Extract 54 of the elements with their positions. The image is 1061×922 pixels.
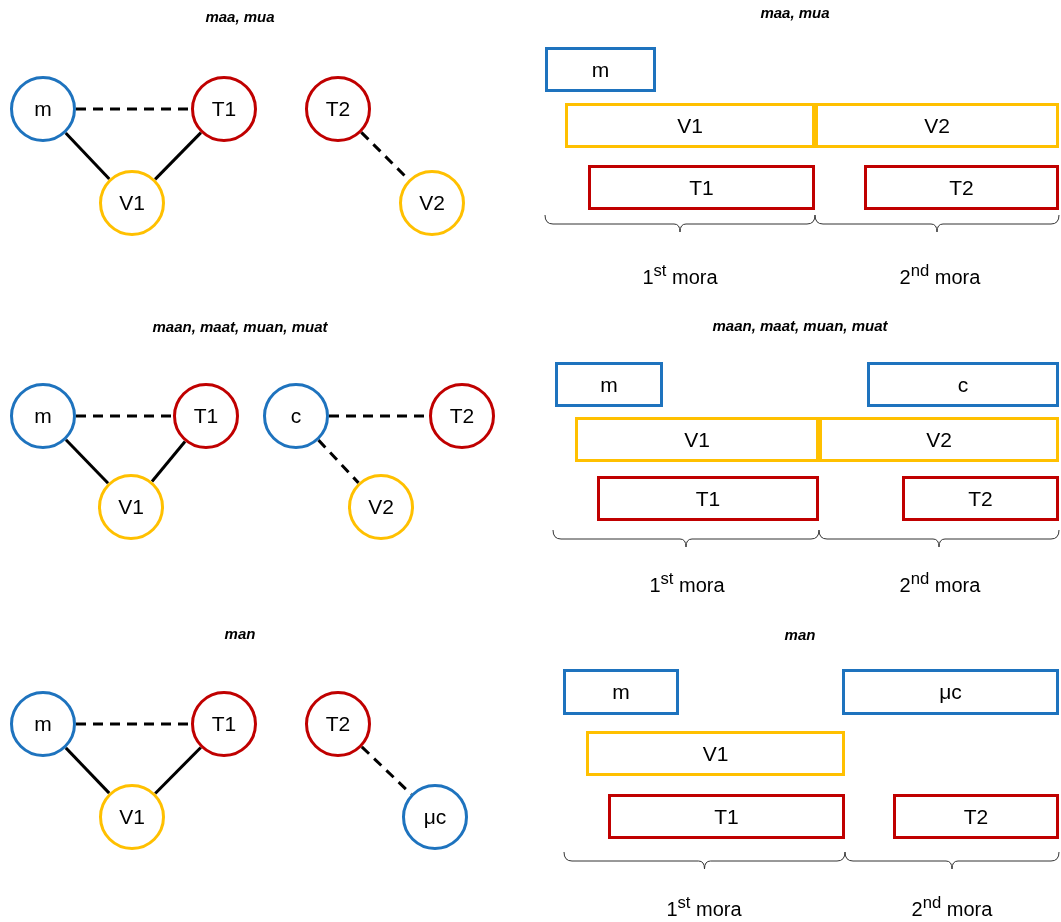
timing-box: m (545, 47, 656, 92)
timing-box: μc (842, 669, 1059, 715)
connector-line (154, 131, 202, 181)
timing-box: T2 (902, 476, 1059, 521)
phoneme-circle: T1 (191, 76, 257, 142)
phoneme-circle: T1 (173, 383, 239, 449)
connector-line (64, 131, 111, 181)
phoneme-circle: m (10, 76, 76, 142)
timing-box: c (867, 362, 1059, 407)
phoneme-circle: μc (402, 784, 468, 850)
mora-label: 1$^{st}$ mora (666, 893, 742, 921)
phoneme-circle: m (10, 691, 76, 757)
timing-box: T1 (608, 794, 845, 839)
mora-label: 2$^{nd}$ mora (899, 569, 981, 597)
timing-box: V1 (586, 731, 845, 776)
word-list-title: maa, mua (205, 8, 275, 25)
timing-box: T2 (893, 794, 1059, 839)
mora-label: 2$^{nd}$ mora (911, 893, 993, 921)
timing-box: m (563, 669, 679, 715)
connector-line (154, 746, 202, 795)
mora-label: 1$^{st}$ mora (649, 569, 725, 597)
connector-line (64, 438, 110, 485)
phoneme-circle: m (10, 383, 76, 449)
dashed-line (76, 722, 191, 726)
phoneme-circle: T2 (305, 76, 371, 142)
timing-box: T1 (597, 476, 819, 521)
word-list-title: man (224, 625, 256, 642)
mora-label: 1$^{st}$ mora (642, 261, 718, 289)
timing-box: T1 (588, 165, 815, 210)
word-list-title: maa, mua (760, 4, 830, 21)
timing-box: V2 (815, 103, 1059, 148)
mora-label: 2$^{nd}$ mora (899, 261, 981, 289)
phoneme-circle: T2 (429, 383, 495, 449)
phoneme-circle: T2 (305, 691, 371, 757)
timing-box: V2 (819, 417, 1059, 462)
connector-line (64, 746, 111, 795)
timing-box: V1 (565, 103, 815, 148)
dashed-line (317, 439, 360, 484)
dashed-line (76, 414, 173, 418)
phoneme-circle: V1 (99, 784, 165, 850)
phoneme-circle: V2 (399, 170, 465, 236)
phoneme-circle: V1 (98, 474, 164, 540)
word-list-title: maan, maat, muan, muat (152, 318, 328, 335)
timing-box: V1 (575, 417, 819, 462)
timing-box: m (555, 362, 663, 407)
word-list-title: man (784, 626, 816, 643)
dashed-line (76, 107, 191, 111)
word-list-title: maan, maat, muan, muat (712, 317, 888, 334)
timing-box: T2 (864, 165, 1059, 210)
phoneme-circle: T1 (191, 691, 257, 757)
phoneme-circle: V2 (348, 474, 414, 540)
phoneme-circle: c (263, 383, 329, 449)
phoneme-circle: V1 (99, 170, 165, 236)
connector-line (150, 440, 187, 483)
